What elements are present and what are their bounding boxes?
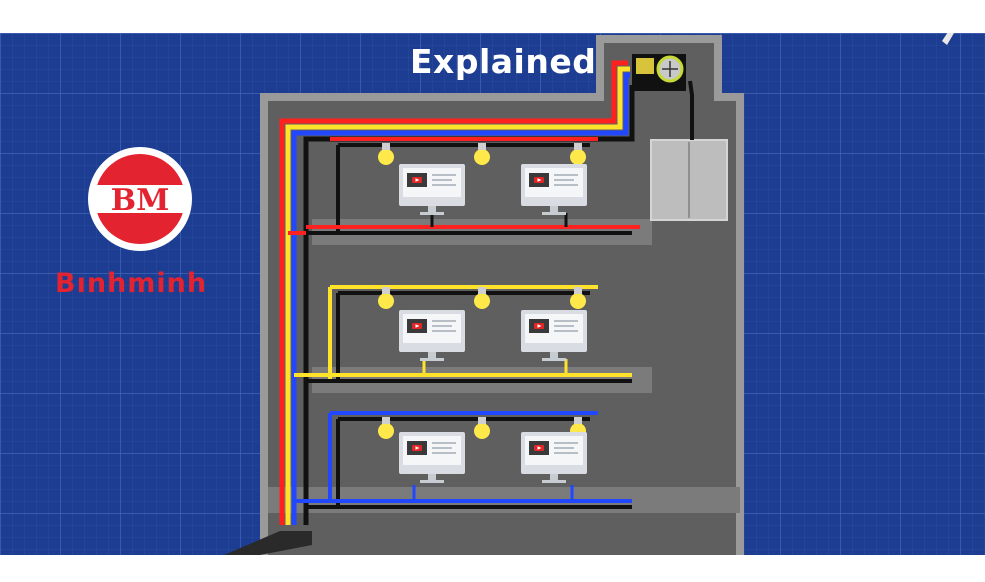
meter-to-board-wire — [688, 80, 694, 140]
brand-logo: BM — [88, 147, 192, 251]
monitor-drops — [412, 213, 574, 501]
corner-decoration — [942, 33, 954, 45]
floor-circuit-middle — [294, 285, 632, 383]
page-title: Explained — [410, 42, 597, 81]
brand-logo-text: BM — [111, 183, 170, 218]
wiring-diagram: BM — [0, 33, 985, 555]
supply-cable — [224, 531, 312, 555]
floor-circuit-top — [288, 137, 640, 235]
brand-name: Bınhminh — [55, 268, 208, 299]
electric-meter-icon — [632, 54, 686, 91]
floor-circuit-bottom — [294, 411, 632, 509]
